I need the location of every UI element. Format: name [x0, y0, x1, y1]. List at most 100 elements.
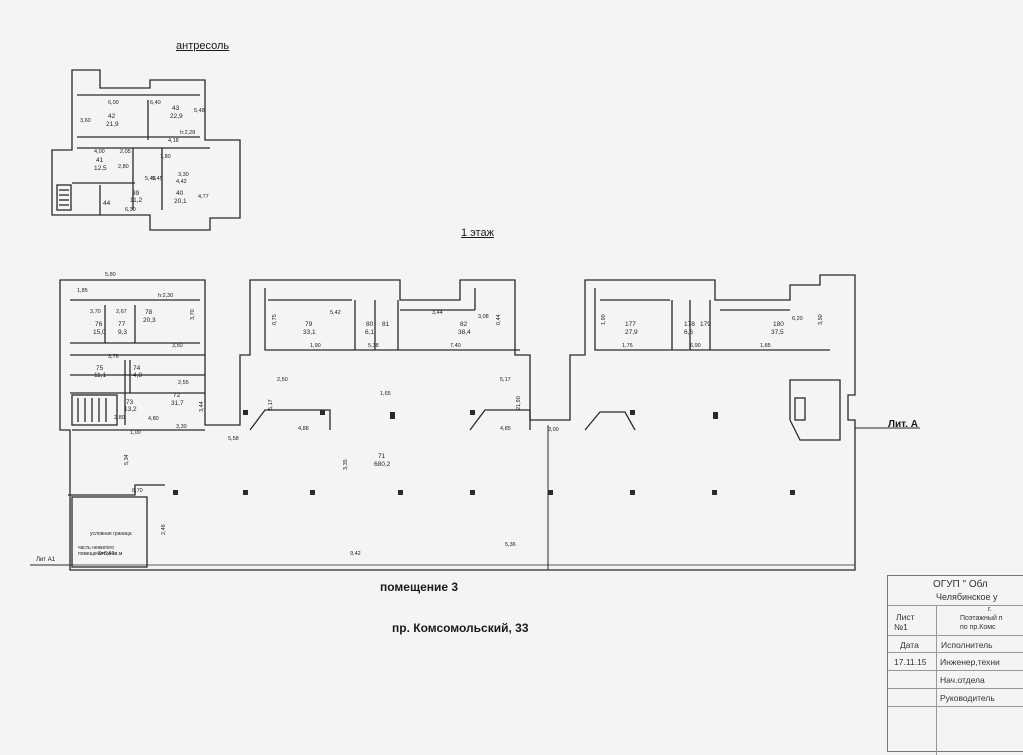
dimension-label: 5,80 — [105, 272, 116, 278]
room-80-area: 6,1 — [365, 329, 374, 336]
mezzanine-outline — [51, 69, 241, 231]
dimension-label: 2,46 — [161, 524, 167, 535]
doc-line-2: Поэтажный п — [960, 615, 1003, 622]
dimension-label: 4,88 — [298, 426, 309, 432]
dimension-label: 4,80 — [148, 416, 159, 422]
room-40: 40 — [176, 190, 184, 197]
dimension-label: часть нежилого — [78, 545, 114, 551]
room-80: 80 — [366, 321, 374, 328]
dimension-label: 3,70 — [90, 309, 101, 315]
dimension-label: 6,00 — [108, 100, 119, 106]
room-180: 180 — [773, 321, 784, 328]
doc-line-1: г. — [988, 606, 992, 613]
room-72: 72 — [173, 392, 181, 399]
room-42: 42 — [108, 113, 116, 120]
room-178-area: 6,6 — [684, 329, 693, 336]
dimension-label: 4,85 — [500, 426, 511, 432]
dimension-label: 5,17 — [500, 377, 511, 383]
dimension-label: 3,30 — [178, 172, 189, 178]
dimension-label: 2,50 — [277, 377, 288, 383]
dimension-label: 3,35 — [343, 459, 349, 470]
room-43: 43 — [172, 105, 180, 112]
dimension-label: h:2,30 — [158, 293, 173, 299]
dimension-label: 2,05 — [120, 149, 131, 155]
room-177-area: 27,9 — [625, 329, 638, 336]
room-71-area: 680,2 — [374, 461, 391, 468]
director-label: Руководитель — [940, 693, 995, 703]
dimension-label: 3,50 — [172, 343, 183, 349]
dimension-label: 5,58 — [228, 436, 239, 442]
room-76-area: 15,0 — [93, 329, 106, 336]
dimension-label: 3,44 — [432, 310, 443, 316]
dimension-label: h:2,28 — [180, 130, 195, 136]
dimension-label: 2,80 — [114, 415, 125, 421]
dimension-label: 1,65 — [380, 391, 391, 397]
dimension-label: 5,34 — [124, 454, 130, 465]
dimension-label: 2,55 — [178, 380, 189, 386]
dimension-label: 1,80 — [160, 154, 171, 160]
premises-heading: помещение 3 — [380, 580, 459, 594]
dimension-label: 2,67 — [116, 309, 127, 315]
mezzanine-heading: антресоль — [176, 40, 230, 52]
dimension-label: 1,90 — [601, 314, 607, 325]
room-179: 179 — [700, 321, 711, 328]
room-77-area: 9,3 — [118, 329, 127, 336]
room-42-area: 21,9 — [106, 121, 119, 128]
room-178: 178 — [684, 321, 695, 328]
dimension-label: 3,60 — [80, 118, 91, 124]
room-74: 74 — [133, 365, 141, 372]
dimension-label: 1,00 — [130, 430, 141, 436]
lit-a-label: Лит. А — [888, 419, 918, 430]
room-72-area: 31,7 — [171, 400, 184, 407]
room-78: 78 — [145, 309, 153, 316]
dimension-label: 1,90 — [310, 343, 321, 349]
dimension-label: 3,08 — [478, 314, 489, 320]
dimension-label: 7,40 — [450, 343, 461, 349]
title-block: ОГУП " Обл Челябинское у Лист №1 г. Поэт… — [887, 575, 1023, 755]
floor1-outline — [59, 274, 856, 571]
date-value: 17.11.15 — [894, 657, 927, 667]
executor-label: Исполнитель — [941, 640, 993, 650]
room-71: 71 — [378, 453, 386, 460]
dimension-label: 3,76 — [108, 354, 119, 360]
org-name: ОГУП " Обл — [933, 579, 988, 590]
room-79-area: 33,1 — [303, 329, 316, 336]
first-floor-heading: 1 этаж — [461, 227, 494, 239]
dimension-label: S=5,4 кв.м — [98, 551, 123, 557]
dimension-label: 6,40 — [150, 100, 161, 106]
dept-head-label: Нач.отдела — [940, 675, 985, 685]
dimension-label: 3,70 — [190, 309, 196, 320]
dimension-label: 0,75 — [272, 314, 278, 325]
dimension-label: 5,45 — [152, 176, 163, 182]
room-41: 41 — [96, 157, 104, 164]
room-78-area: 20,3 — [143, 317, 156, 324]
room-82: 82 — [460, 321, 468, 328]
room-40-area: 20,1 — [174, 198, 187, 205]
room-82-area: 38,4 — [458, 329, 471, 336]
dimension-label: 3,30 — [176, 424, 187, 430]
dimension-label: 1,85 — [77, 288, 88, 294]
dimension-label: 5,42 — [330, 310, 341, 316]
dimension-label: 2,80 — [118, 164, 129, 170]
dimension-label: 0,44 — [496, 314, 502, 325]
dimension-label: 5,17 — [268, 399, 274, 410]
room-43-area: 22,9 — [170, 113, 183, 120]
dimension-label: 21,90 — [516, 396, 522, 410]
room-180-area: 37,5 — [771, 329, 784, 336]
dimension-label: 9,42 — [350, 551, 361, 557]
dimension-label: 5,38 — [368, 343, 379, 349]
room-79: 79 — [305, 321, 313, 328]
room-76: 76 — [95, 321, 103, 328]
room-75: 75 — [96, 365, 104, 372]
dimension-label: 4,00 — [94, 149, 105, 155]
dimension-label: помещения №6 — [78, 551, 115, 557]
dimension-label: 3,50 — [818, 314, 824, 325]
room-41-area: 12,5 — [94, 165, 107, 172]
engineer-label: Инженер,техни — [940, 657, 1000, 667]
room-177: 177 — [625, 321, 636, 328]
room-73: 73 — [126, 399, 134, 406]
dimension-label: 3,00 — [548, 427, 559, 433]
room-39-area: 11,2 — [130, 197, 143, 204]
dimension-label: 4,77 — [198, 194, 209, 200]
